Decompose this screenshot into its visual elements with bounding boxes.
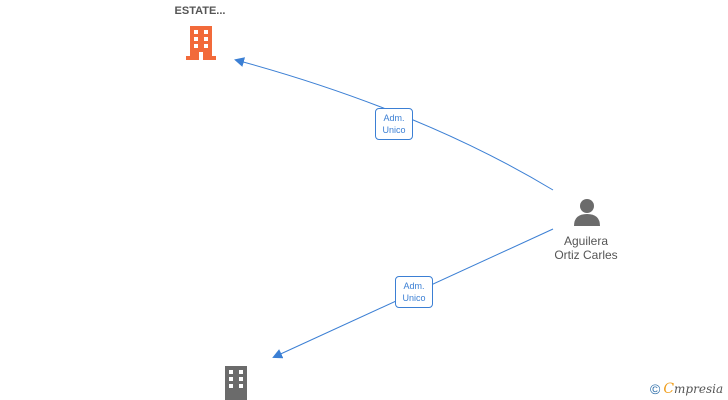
role-line2: Unico [402, 293, 426, 303]
person-name[interactable]: Aguilera Ortiz Carles [540, 234, 632, 262]
copyright-symbol: © [650, 381, 661, 397]
company-top-label[interactable]: ESTATE... [174, 5, 226, 17]
brand-logo-letter: C [663, 381, 675, 397]
role-line2: Unico [382, 125, 406, 135]
role-line1: Adm. [403, 281, 425, 291]
role-badge[interactable]: Adm. Unico [395, 276, 433, 308]
building-icon[interactable] [185, 26, 217, 60]
person-name-line1: Aguilera [563, 234, 609, 248]
building-icon[interactable] [221, 366, 251, 400]
person-name-line2: Ortiz Carles [554, 248, 618, 262]
person-icon[interactable] [572, 197, 602, 227]
role-badge[interactable]: Adm. Unico [375, 108, 413, 140]
role-line1: Adm. [383, 113, 405, 123]
brand-watermark: © Cmpresia [650, 380, 723, 398]
brand-name-rest: mpresia [674, 382, 724, 396]
brand-name: Cmpresia [663, 381, 723, 397]
